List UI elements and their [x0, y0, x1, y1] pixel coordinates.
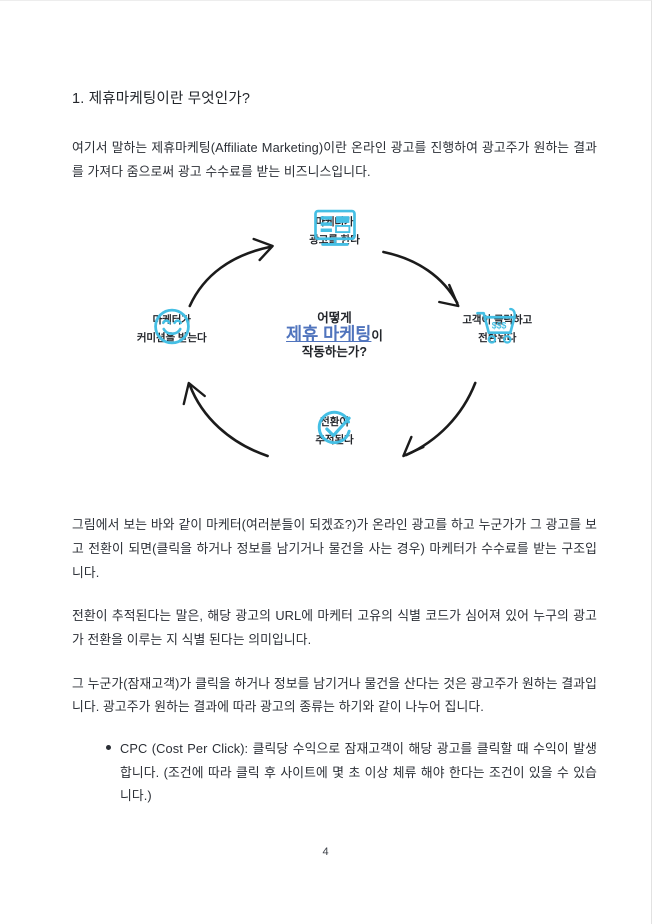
page-heading: 1. 제휴마케팅이란 무엇인가?: [72, 91, 251, 107]
list-item-text: CPC (Cost Per Click): 클릭당 수익으로 잠재고객이 해당 …: [120, 741, 597, 804]
arrow-top-right: [382, 251, 459, 305]
page-number: 4: [322, 846, 329, 858]
diagram-node-marketer-commission: 마케터가 커미션을 받는다: [97, 307, 247, 346]
paragraph-intro: 여기서 말하는 제휴마케팅(Affiliate Marketing)이란 온라인…: [72, 140, 597, 179]
cart-badge-text: $$$: [492, 321, 507, 331]
bullet-dot-icon: [106, 744, 111, 750]
paragraph-ad-types: 그 누군가(잠재고객)가 클릭을 하거나 정보를 남기거나 물건을 산다는 것은…: [72, 675, 597, 715]
diagram-node-conversion-tracked: 전환이 추적된다: [260, 409, 410, 448]
diagram-node-marketer-advertises: 마케터가 광고를 한다: [260, 209, 410, 248]
diagram-center-caption: 어떻게 제휴 마케팅이 작동하는가?: [240, 311, 430, 359]
center-suffix-text: 이: [371, 329, 383, 344]
diagram-node-customer-converts: $$$ 고객이 클릭하고 전환된다: [422, 307, 572, 346]
center-line-2: 제휴 마케팅이: [240, 325, 430, 345]
arrow-bottom-left: [188, 384, 269, 458]
ad-type-list: CPC (Cost Per Click): 클릭당 수익으로 잠재고객이 해당 …: [72, 737, 597, 808]
cycle-arrows: [182, 238, 477, 458]
center-accent-text: 제휴 마케팅: [286, 324, 372, 345]
center-line-1: 어떻게: [317, 311, 352, 326]
list-item: CPC (Cost Per Click): 클릭당 수익으로 잠재고객이 해당 …: [106, 737, 597, 808]
affiliate-cycle-diagram: 어떻게 제휴 마케팅이 작동하는가?: [72, 203, 597, 495]
page-content: 1. 제휴마케팅이란 무엇인가? 여기서 말하는 제휴마케팅(Affiliate…: [72, 87, 597, 808]
paragraph-tracking: 전환이 추적된다는 말은, 해당 광고의 URL에 마케터 고유의 식별 코드가…: [72, 608, 597, 648]
center-line-3: 작동하는가?: [301, 344, 368, 359]
arrow-right-bottom: [405, 382, 477, 457]
arrow-left-top: [188, 246, 271, 308]
paragraph-structure: 그림에서 보는 바와 같이 마케터(여러분들이 되겠죠?)가 온라인 광고를 하…: [72, 517, 597, 580]
